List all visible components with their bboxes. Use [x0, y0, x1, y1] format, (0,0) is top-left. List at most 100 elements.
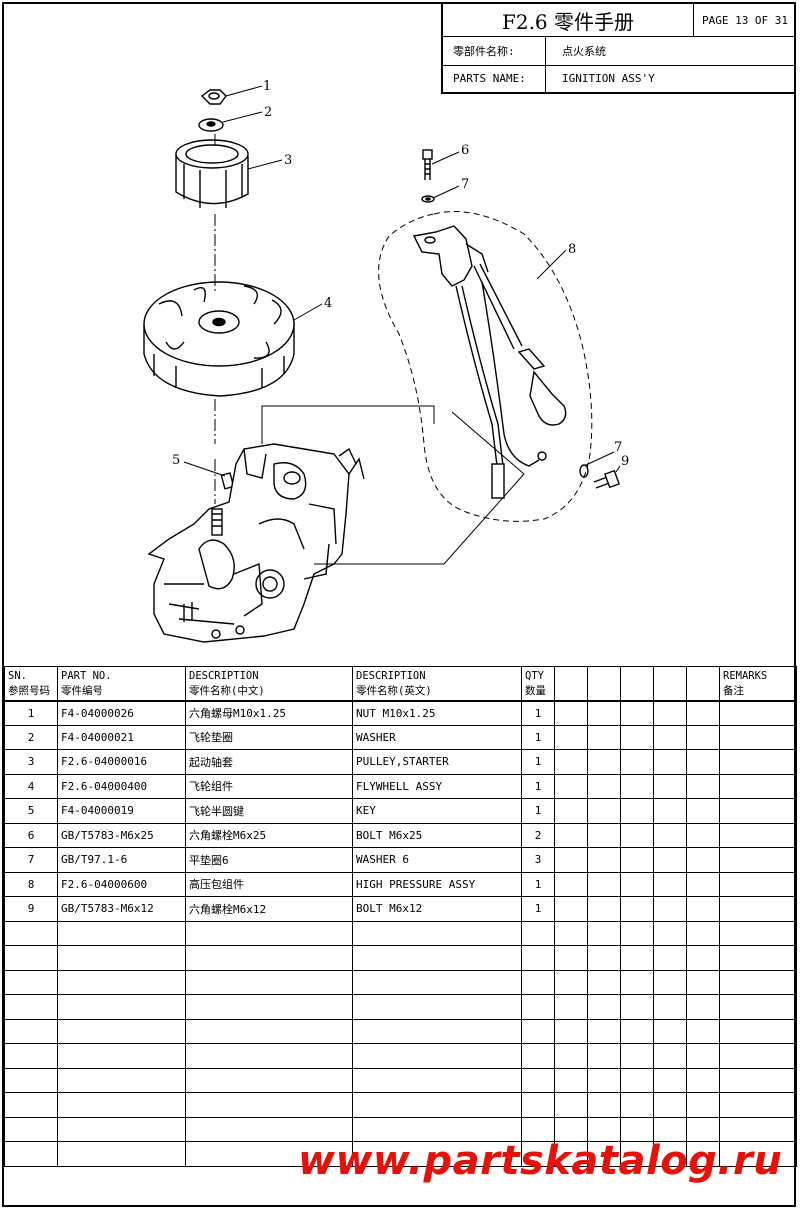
bolt-m6x12-part — [593, 469, 620, 489]
page-number: PAGE 13 OF 31 — [693, 4, 796, 36]
table-cell-description-en: FLYWHELL ASSY — [352, 773, 522, 799]
callout-5: 5 — [172, 453, 180, 468]
table-cell-blank — [554, 724, 588, 750]
table-cell-blank — [686, 1067, 720, 1093]
table-cell-blank — [653, 969, 687, 995]
table-cell-blank — [620, 994, 654, 1020]
table-cell-blank — [686, 1092, 720, 1118]
table-cell-blank — [4, 969, 58, 995]
table-cell-description-en: BOLT M6x25 — [352, 822, 522, 848]
table-cell-description-cn: 六角螺栓M6x12 — [185, 896, 353, 922]
table-cell-blank — [686, 773, 720, 799]
table-cell-blank — [719, 1067, 797, 1093]
table-cell-blank — [587, 773, 621, 799]
table-cell-description-cn: 六角螺栓M6x25 — [185, 822, 353, 848]
table-cell-blank — [352, 1067, 522, 1093]
table-cell-blank — [554, 798, 588, 824]
table-cell-blank — [554, 1043, 588, 1069]
table-cell-sn: 9 — [4, 896, 58, 922]
header-sn: SN.参照号码 — [4, 666, 58, 701]
starter-pulley-part — [175, 139, 249, 208]
table-cell-blank — [653, 700, 687, 726]
callout-3: 3 — [284, 153, 292, 168]
table-cell-blank — [57, 920, 186, 946]
washer-part — [198, 118, 224, 132]
table-cell-blank — [620, 1018, 654, 1044]
table-cell-blank — [653, 1141, 687, 1167]
table-cell-remarks — [719, 822, 797, 848]
table-cell-blank — [653, 994, 687, 1020]
table-cell-blank — [57, 1116, 186, 1142]
table-cell-blank — [185, 945, 353, 971]
table-cell-blank — [352, 994, 522, 1020]
table-cell-blank — [686, 994, 720, 1020]
table-cell-blank — [352, 920, 522, 946]
title-block: F2.6 零件手册 PAGE 13 OF 31 零部件名称: 点火系统 PART… — [441, 4, 796, 94]
table-row-empty — [4, 1092, 797, 1118]
table-cell-blank — [4, 1092, 58, 1118]
table-cell-blank — [686, 945, 720, 971]
table-cell-blank — [521, 1116, 555, 1142]
table-cell-qty: 1 — [521, 798, 555, 824]
table-cell-description-cn: 飞轮组件 — [185, 773, 353, 799]
table-cell-blank — [521, 920, 555, 946]
table-cell-blank — [620, 871, 654, 897]
table-cell-blank — [686, 700, 720, 726]
table-cell-blank — [57, 1043, 186, 1069]
table-cell-blank — [686, 798, 720, 824]
table-cell-blank — [620, 773, 654, 799]
table-cell-blank — [185, 1067, 353, 1093]
watermark-text: www.partskatalog.ru — [298, 1138, 783, 1184]
table-cell-blank — [554, 773, 588, 799]
callout-1: 1 — [263, 79, 271, 94]
table-cell-blank — [587, 822, 621, 848]
table-cell-blank — [620, 749, 654, 775]
table-cell-blank — [521, 945, 555, 971]
table-cell-blank — [57, 1067, 186, 1093]
engine-block — [147, 443, 365, 643]
ignition-coil-part — [412, 225, 567, 499]
table-cell-blank — [554, 920, 588, 946]
manual-title: F2.6 零件手册 — [501, 9, 635, 34]
table-cell-blank — [653, 1018, 687, 1044]
table-cell-blank — [620, 847, 654, 873]
table-cell-blank — [620, 945, 654, 971]
table-cell-blank — [57, 969, 186, 995]
callout-7b: 7 — [614, 440, 622, 455]
table-cell-qty: 1 — [521, 773, 555, 799]
table-cell-blank — [719, 1141, 797, 1167]
table-cell-description-en: HIGH PRESSURE ASSY — [352, 871, 522, 897]
parts-name-value-cn: 点火系统 — [562, 44, 606, 58]
table-cell-blank — [653, 920, 687, 946]
table-cell-blank — [620, 700, 654, 726]
table-cell-blank — [185, 994, 353, 1020]
table-cell-blank — [57, 994, 186, 1020]
title-row: F2.6 零件手册 PAGE 13 OF 31 — [443, 4, 796, 37]
table-cell-blank — [554, 994, 588, 1020]
table-row-empty — [4, 1141, 797, 1167]
washer-6-part — [421, 195, 435, 203]
table-cell-qty: 1 — [521, 896, 555, 922]
callout-leaders — [183, 85, 621, 477]
table-cell-blank — [185, 969, 353, 995]
table-cell-blank — [719, 945, 797, 971]
name-row-cn: 零部件名称: 点火系统 — [443, 36, 796, 66]
table-cell-qty: 3 — [521, 847, 555, 873]
table-cell-qty: 1 — [521, 724, 555, 750]
table-cell-description-en: BOLT M6x12 — [352, 896, 522, 922]
table-cell-blank — [4, 994, 58, 1020]
table-cell-blank — [352, 1043, 522, 1069]
table-cell-blank — [719, 1092, 797, 1118]
table-cell-qty: 1 — [521, 749, 555, 775]
table-cell-remarks — [719, 724, 797, 750]
table-cell-blank — [719, 994, 797, 1020]
table-cell-remarks — [719, 798, 797, 824]
callout-8: 8 — [568, 242, 576, 257]
table-cell-description-en: WASHER 6 — [352, 847, 522, 873]
table-cell-blank — [185, 1141, 353, 1167]
table-cell-blank — [352, 1018, 522, 1044]
table-cell-description-en: WASHER — [352, 724, 522, 750]
